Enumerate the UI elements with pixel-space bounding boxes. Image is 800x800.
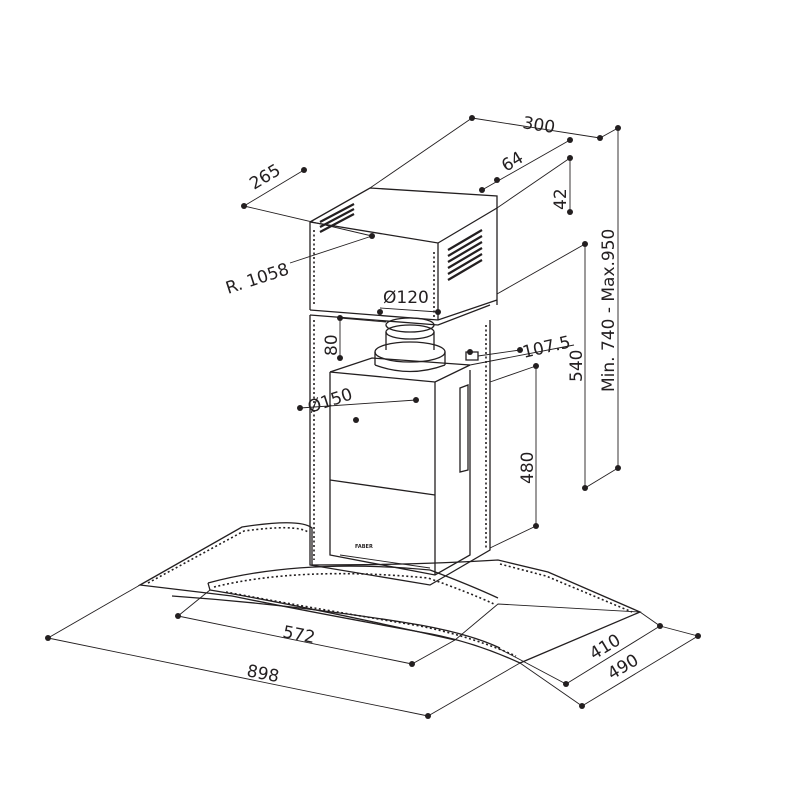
label-outlet-diameter: Ø120 [383,288,429,308]
dimension-lines [45,115,701,719]
dimension-labels: 300 265 64 42 R. 1058 Ø120 80 107.5 Ø150… [223,113,642,687]
label-glass-inner-width: 572 [281,622,317,648]
glass-canopy [137,522,642,664]
vent-slots-left [319,203,355,233]
label-upper-height: 540 [567,350,587,382]
upper-chimney [309,187,498,321]
brand-logo: FABER [355,544,373,550]
outlet-collar [374,317,479,373]
label-radius: R. 1058 [223,260,291,299]
label-chimney-width: 265 [246,160,284,194]
motor-box: FABER [329,357,471,576]
label-chimney-offset: 64 [498,148,527,176]
label-outlet-height: 80 [322,334,342,356]
label-total-height: Min. 740 - Max.950 [599,229,619,392]
label-chimney-depth: 300 [521,113,556,138]
label-lower-height: 480 [518,452,538,484]
vent-slots-right [447,229,483,281]
label-outlet-offset: 107.5 [521,332,573,362]
label-glass-outer-width: 898 [245,661,281,687]
label-top-gap: 42 [551,188,571,210]
